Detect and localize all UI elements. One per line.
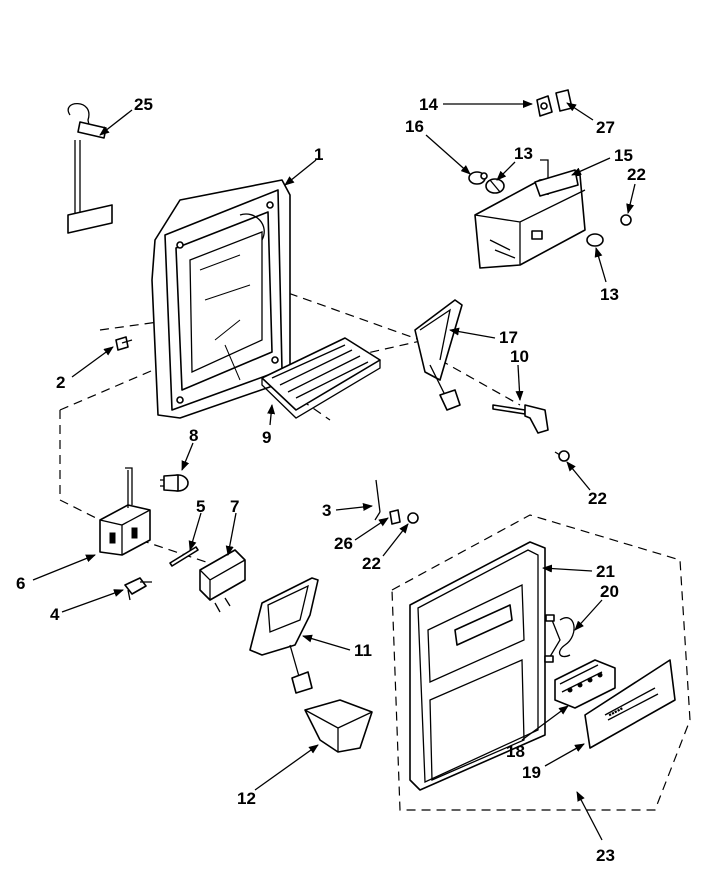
label-9: 9 [262, 428, 271, 447]
label-14: 14 [419, 95, 438, 114]
part-21-face-panel [409, 541, 546, 791]
label-3: 3 [322, 501, 331, 520]
part-22-screw-b [554, 450, 570, 462]
label-15: 15 [614, 146, 633, 165]
part-20-wiring [544, 614, 575, 663]
part-5-rod [169, 546, 199, 567]
part-27-label [555, 89, 573, 112]
label-16: 16 [405, 117, 424, 136]
part-13-socket-b [586, 233, 604, 247]
part-3-switch [374, 479, 381, 521]
part-6-box [99, 467, 151, 556]
part-2-screw [115, 336, 133, 351]
label-4: 4 [50, 605, 60, 624]
label-6: 6 [16, 574, 25, 593]
part-22-screw-c [407, 512, 419, 524]
label-13-b: 13 [600, 285, 619, 304]
label-19: 19 [522, 763, 541, 782]
part-10-pin [492, 404, 549, 434]
part-9-grille [261, 337, 381, 419]
label-17: 17 [499, 328, 518, 347]
label-21: 21 [596, 562, 615, 581]
part-8-solenoid [160, 474, 189, 492]
leader-lines [32, 100, 636, 841]
label-27: 27 [596, 118, 615, 137]
part-12-chute-door [304, 699, 373, 753]
part-26-bracket [389, 509, 401, 525]
part-17-bracket [414, 299, 463, 411]
part-7-actuator [199, 549, 246, 613]
label-20: 20 [600, 582, 619, 601]
part-14-cap [536, 95, 553, 117]
label-8: 8 [189, 426, 198, 445]
label-22-a: 22 [627, 165, 646, 184]
label-12: 12 [237, 789, 256, 808]
part-18-control-board [554, 659, 616, 709]
label-25: 25 [134, 95, 153, 114]
label-2: 2 [56, 373, 65, 392]
part-22-screw-a [620, 214, 632, 226]
part-4-clip [124, 577, 152, 601]
part-15-light-housing [474, 159, 586, 269]
label-22-b: 22 [588, 489, 607, 508]
label-23: 23 [596, 846, 615, 865]
part-19-control-label: ▪▪▪▪▪ [584, 659, 676, 749]
part-13-socket-a [485, 178, 505, 194]
part-1-dispenser-housing [151, 179, 291, 419]
label-5: 5 [196, 497, 205, 516]
label-7: 7 [230, 497, 239, 516]
label-1: 1 [314, 145, 323, 164]
part-16-bulb [468, 171, 488, 185]
label-18: 18 [506, 742, 525, 761]
label-10: 10 [510, 347, 529, 366]
part-25-wire-harness [67, 103, 113, 234]
label-26: 26 [334, 534, 353, 553]
label-13-a: 13 [514, 144, 533, 163]
part-11-chute-lever [249, 577, 319, 694]
label-11: 11 [354, 641, 372, 660]
label-22-c: 22 [362, 554, 381, 573]
callout-labels: 25 1 2 9 8 6 5 7 4 11 12 3 26 22 17 10 2… [16, 95, 646, 865]
